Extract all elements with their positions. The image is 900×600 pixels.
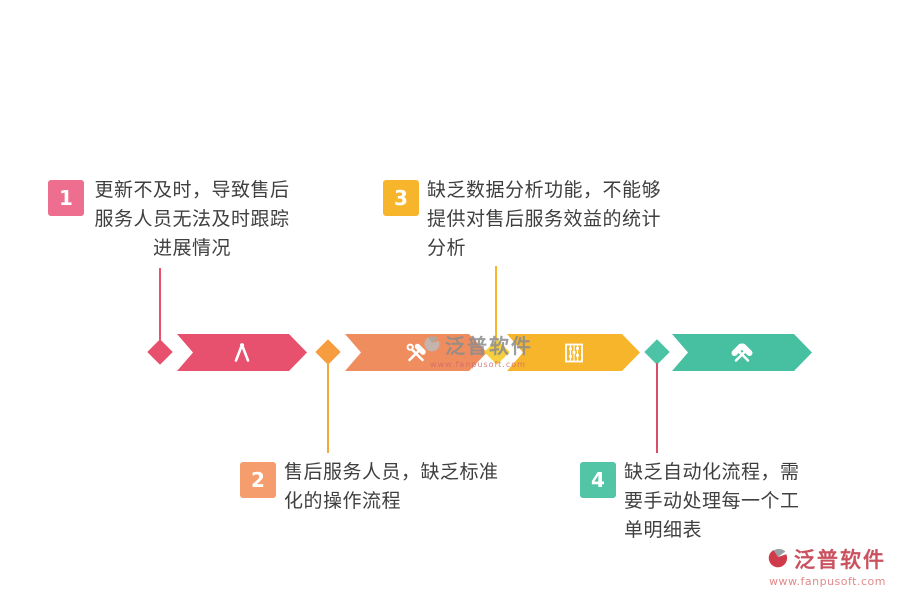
item-3-number-badge: 3 [383,180,419,216]
item-2-number-badge: 2 [240,462,276,498]
item-1-number-badge: 1 [48,180,84,216]
item-4-number-badge: 4 [580,462,616,498]
watermark-logo-icon [423,334,441,356]
item-4-connector-line [656,363,658,453]
hammer-wrench-icon [404,341,428,365]
item-3-connector-line [495,266,497,342]
item-3-text: 缺乏数据分析功能，不能够提供对售后服务效益的统计分析 [427,179,662,259]
timeline-diamond-1 [147,339,173,365]
item-1-connector-line [159,268,161,342]
timeline-segment-4 [672,334,812,371]
watermark-text: 泛普软件 [445,334,533,358]
item-1-text: 更新不及时，导致售后服务人员无法及时跟踪进展情况 [94,179,290,259]
fanpu-logo-url: www.fanpusoft.com [769,575,886,588]
crossed-hammers-icon [729,341,755,365]
item-2-connector-line [327,363,329,453]
compass-icon [230,341,254,365]
abacus-icon [562,341,586,365]
fanpu-logo: 泛普软件 www.fanpusoft.com [767,544,886,588]
timeline-segment-1 [177,334,307,371]
timeline-diamond-4 [644,339,670,365]
item-2-text: 售后服务人员，缺乏标准化的操作流程 [284,461,499,512]
watermark-subtext: www.fanpusoft.com [430,360,526,369]
timeline-segment-3 [507,334,640,371]
timeline-diamond-2 [315,339,341,365]
center-watermark: 泛普软件 www.fanpusoft.com [398,330,558,369]
fanpu-logo-text: 泛普软件 [794,548,886,572]
fanpu-logo-icon [767,546,789,572]
timeline-segment-2 [345,334,487,371]
item-4-text: 缺乏自动化流程，需要手动处理每一个工单明细表 [624,461,800,541]
